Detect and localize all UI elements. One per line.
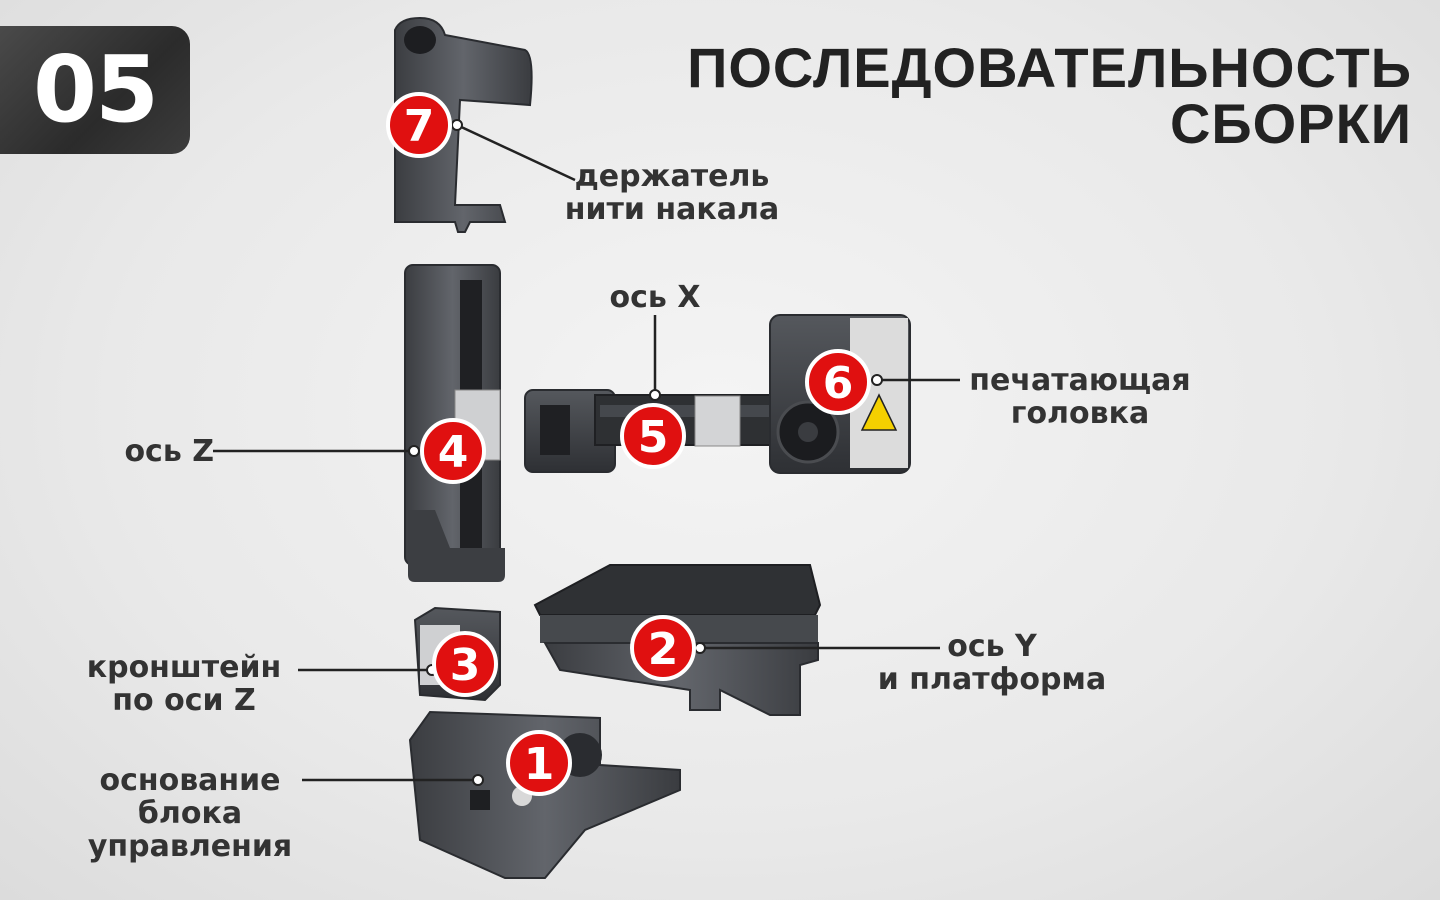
marker-2-number: 2	[648, 624, 679, 675]
label-z-axis: ось Z	[124, 434, 214, 469]
page-title-line-2: СБОРКИ	[1169, 92, 1412, 155]
marker-5: 5	[620, 403, 686, 469]
leader-line-7	[456, 123, 576, 182]
label-control-base: основание блока управления	[87, 763, 293, 864]
marker-4-number: 4	[438, 427, 469, 478]
marker-2: 2	[630, 615, 696, 681]
leader-dot-6	[871, 374, 883, 386]
step-badge: 05	[0, 26, 190, 154]
label-y-axis-platform: ось Y и платформа	[877, 629, 1107, 697]
marker-6: 6	[805, 349, 871, 415]
y-axis-platform-part	[533, 564, 822, 716]
label-z-bracket: кронштейн по оси Z	[86, 650, 282, 718]
marker-4: 4	[420, 418, 486, 484]
leader-dot-7	[451, 119, 463, 131]
leader-lines	[213, 123, 960, 782]
leader-dot-4	[408, 445, 420, 457]
label-x-axis: ось X	[609, 280, 701, 315]
leader-dot-1	[472, 774, 484, 786]
marker-7: 7	[386, 92, 452, 158]
label-filament-holder: держатель нити накала	[564, 159, 780, 227]
marker-6-number: 6	[823, 358, 854, 409]
leader-dot-5	[649, 389, 661, 401]
marker-5-number: 5	[638, 412, 669, 463]
page-title: ПОСЛЕДОВАТЕЛЬНОСТЬ СБОРКИ	[687, 40, 1412, 152]
leader-dot-2	[694, 642, 706, 654]
marker-1-number: 1	[524, 739, 555, 790]
marker-3: 3	[432, 631, 498, 697]
page-title-line-1: ПОСЛЕДОВАТЕЛЬНОСТЬ	[687, 36, 1412, 99]
z-axis-part	[404, 264, 505, 582]
marker-3-number: 3	[450, 640, 481, 691]
marker-7-number: 7	[404, 101, 435, 152]
label-print-head: печатающая головка	[969, 363, 1191, 431]
marker-1: 1	[506, 730, 572, 796]
filament-holder-part	[394, 16, 533, 233]
